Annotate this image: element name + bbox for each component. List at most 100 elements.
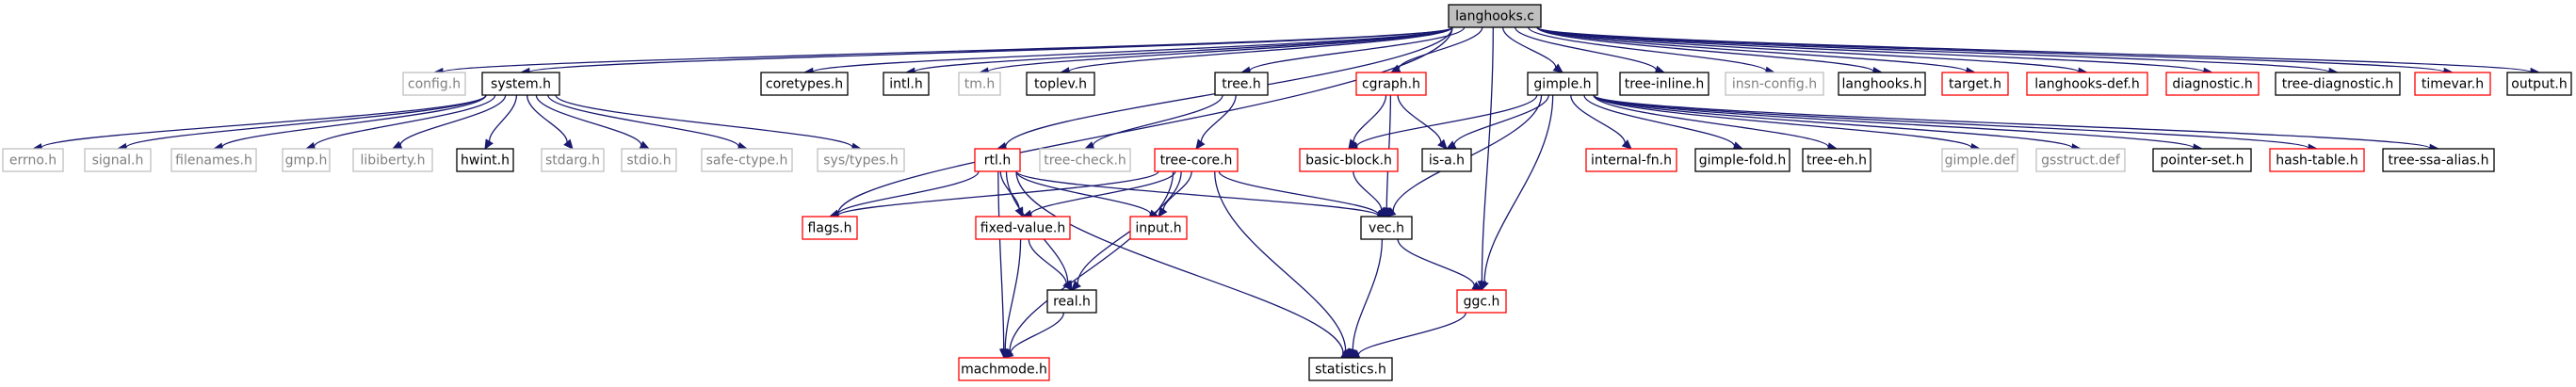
file-node-box [1725, 72, 1824, 96]
file-node-label: coretypes.h [766, 77, 843, 92]
file-node-intl-h[interactable]: intl.h [883, 72, 930, 96]
include-edge [1003, 170, 1175, 359]
file-node-box [1129, 216, 1188, 240]
file-node-flags-h[interactable]: flags.h [802, 216, 858, 240]
file-node-box [974, 148, 1021, 172]
file-node-stdarg-h: stdarg.h [541, 148, 605, 172]
file-node-fixed-value-h[interactable]: fixed-value.h [975, 216, 1071, 240]
file-node-gimple-def: gimple.def [1941, 148, 2018, 172]
include-edge [1570, 94, 1632, 150]
file-node-tree-diagnostic-h[interactable]: tree-diagnostic.h [2275, 72, 2401, 96]
file-node-box [1026, 72, 1095, 96]
file-node-label: basic-block.h [1305, 153, 1392, 169]
file-node-label: sys/types.h [823, 153, 898, 169]
file-node-label: config.h [408, 77, 461, 92]
file-node-box [958, 72, 1001, 96]
include-edge [1480, 94, 1554, 292]
include-edge [1593, 94, 1982, 153]
file-node-real-h[interactable]: real.h [1046, 289, 1097, 314]
file-node-box [1214, 72, 1269, 96]
file-node-box [2035, 148, 2126, 172]
file-node-internal-fn-h[interactable]: internal-fn.h [1585, 148, 1677, 172]
file-node-is-a-h[interactable]: is-a.h [1421, 148, 1472, 172]
file-node-gmp-h: gmp.h [282, 148, 331, 172]
include-edge [1348, 94, 1387, 151]
file-node-box [1694, 148, 1790, 172]
include-edge [535, 94, 651, 150]
file-node-output-h[interactable]: output.h [2506, 72, 2572, 96]
include-edge [1158, 170, 1192, 218]
include-edge [1214, 170, 1352, 359]
file-node-pointer-set-h[interactable]: pointer-set.h [2152, 148, 2252, 172]
file-node-box [2, 148, 64, 172]
file-node-box [1838, 72, 1926, 96]
file-node-diagnostic-h[interactable]: diagnostic.h [2165, 72, 2260, 96]
file-node-label: internal-fn.h [1591, 153, 1672, 169]
file-node-hwint-h[interactable]: hwint.h [456, 148, 514, 172]
file-node-tree-check-h: tree-check.h [1039, 148, 1131, 172]
file-node-cgraph-h[interactable]: cgraph.h [1355, 72, 1427, 96]
file-node-input-h[interactable]: input.h [1129, 216, 1188, 240]
file-node-box [1308, 357, 1393, 381]
file-node-filenames-h: filenames.h [170, 148, 257, 172]
file-node-box [1456, 289, 1507, 314]
file-node-box [1039, 148, 1131, 172]
file-node-label: ggc.h [1464, 295, 1500, 310]
file-node-label: real.h [1053, 295, 1091, 310]
file-node-langhooks-def-h[interactable]: langhooks-def.h [2026, 72, 2148, 96]
file-node-label: vec.h [1369, 221, 1404, 236]
file-node-hash-table-h[interactable]: hash-table.h [2269, 148, 2365, 172]
file-node-tree-core-h[interactable]: tree-core.h [1154, 148, 1239, 172]
file-node-tree-ssa-alias-h[interactable]: tree-ssa-alias.h [2382, 148, 2495, 172]
file-node-timevar-h[interactable]: timevar.h [2414, 72, 2491, 96]
file-node-box [1421, 148, 1472, 172]
file-node-label: signal.h [92, 153, 144, 169]
file-node-langhooks-h[interactable]: langhooks.h [1838, 72, 1926, 96]
file-node-label: hwint.h [461, 153, 510, 169]
file-node-toplev-h[interactable]: toplev.h [1026, 72, 1095, 96]
file-node-box [2382, 148, 2495, 172]
file-node-errno-h: errno.h [2, 148, 64, 172]
file-node-box [541, 148, 605, 172]
file-node-tm-h: tm.h [958, 72, 1001, 96]
include-edge [1536, 26, 1977, 76]
file-node-gimple-h[interactable]: gimple.h [1527, 72, 1598, 96]
include-edge [547, 94, 749, 152]
file-node-label: gimple-fold.h [1699, 153, 1786, 169]
nodes-layer: langhooks.c config.h system.h coretypes.h in… [2, 4, 2572, 381]
file-node-box [402, 72, 466, 96]
file-node-basic-block-h[interactable]: basic-block.h [1299, 148, 1399, 172]
file-node-tree-h[interactable]: tree.h [1214, 72, 1269, 96]
file-node-gimple-fold-h[interactable]: gimple-fold.h [1694, 148, 1790, 172]
file-node-box [2506, 72, 2572, 96]
file-node-rtl-h[interactable]: rtl.h [974, 148, 1021, 172]
file-node-label: flags.h [808, 221, 852, 236]
file-node-box [2414, 72, 2491, 96]
file-node-box [1941, 148, 2018, 172]
file-node-vec-h[interactable]: vec.h [1360, 216, 1413, 240]
file-node-box [1802, 148, 1871, 172]
file-node-statistics-h[interactable]: statistics.h [1308, 357, 1393, 381]
file-node-target-h[interactable]: target.h [1941, 72, 2009, 96]
file-node-label: pointer-set.h [2161, 153, 2244, 169]
file-node-box [1448, 4, 1542, 28]
file-node-box [817, 148, 905, 172]
include-edge [978, 26, 1453, 76]
file-node-ggc-h[interactable]: ggc.h [1456, 289, 1507, 314]
include-edge [1348, 238, 1384, 360]
file-node-tree-inline-h[interactable]: tree-inline.h [1619, 72, 1709, 96]
file-node-box [1360, 216, 1413, 240]
include-edge [1028, 238, 1073, 291]
file-node-box [352, 148, 433, 172]
include-edge [484, 94, 518, 151]
file-node-system-h[interactable]: system.h [481, 72, 560, 96]
file-node-box [1527, 72, 1598, 96]
file-node-box [1046, 289, 1097, 314]
file-node-langhooks-c[interactable]: langhooks.c [1448, 4, 1542, 28]
file-node-stdio-h: stdio.h [621, 148, 677, 172]
file-node-coretypes-h[interactable]: coretypes.h [760, 72, 849, 96]
file-node-label: tree-diagnostic.h [2282, 77, 2394, 92]
file-node-tree-eh-h[interactable]: tree-eh.h [1802, 148, 1871, 172]
file-node-machmode-h[interactable]: machmode.h [958, 357, 1050, 381]
